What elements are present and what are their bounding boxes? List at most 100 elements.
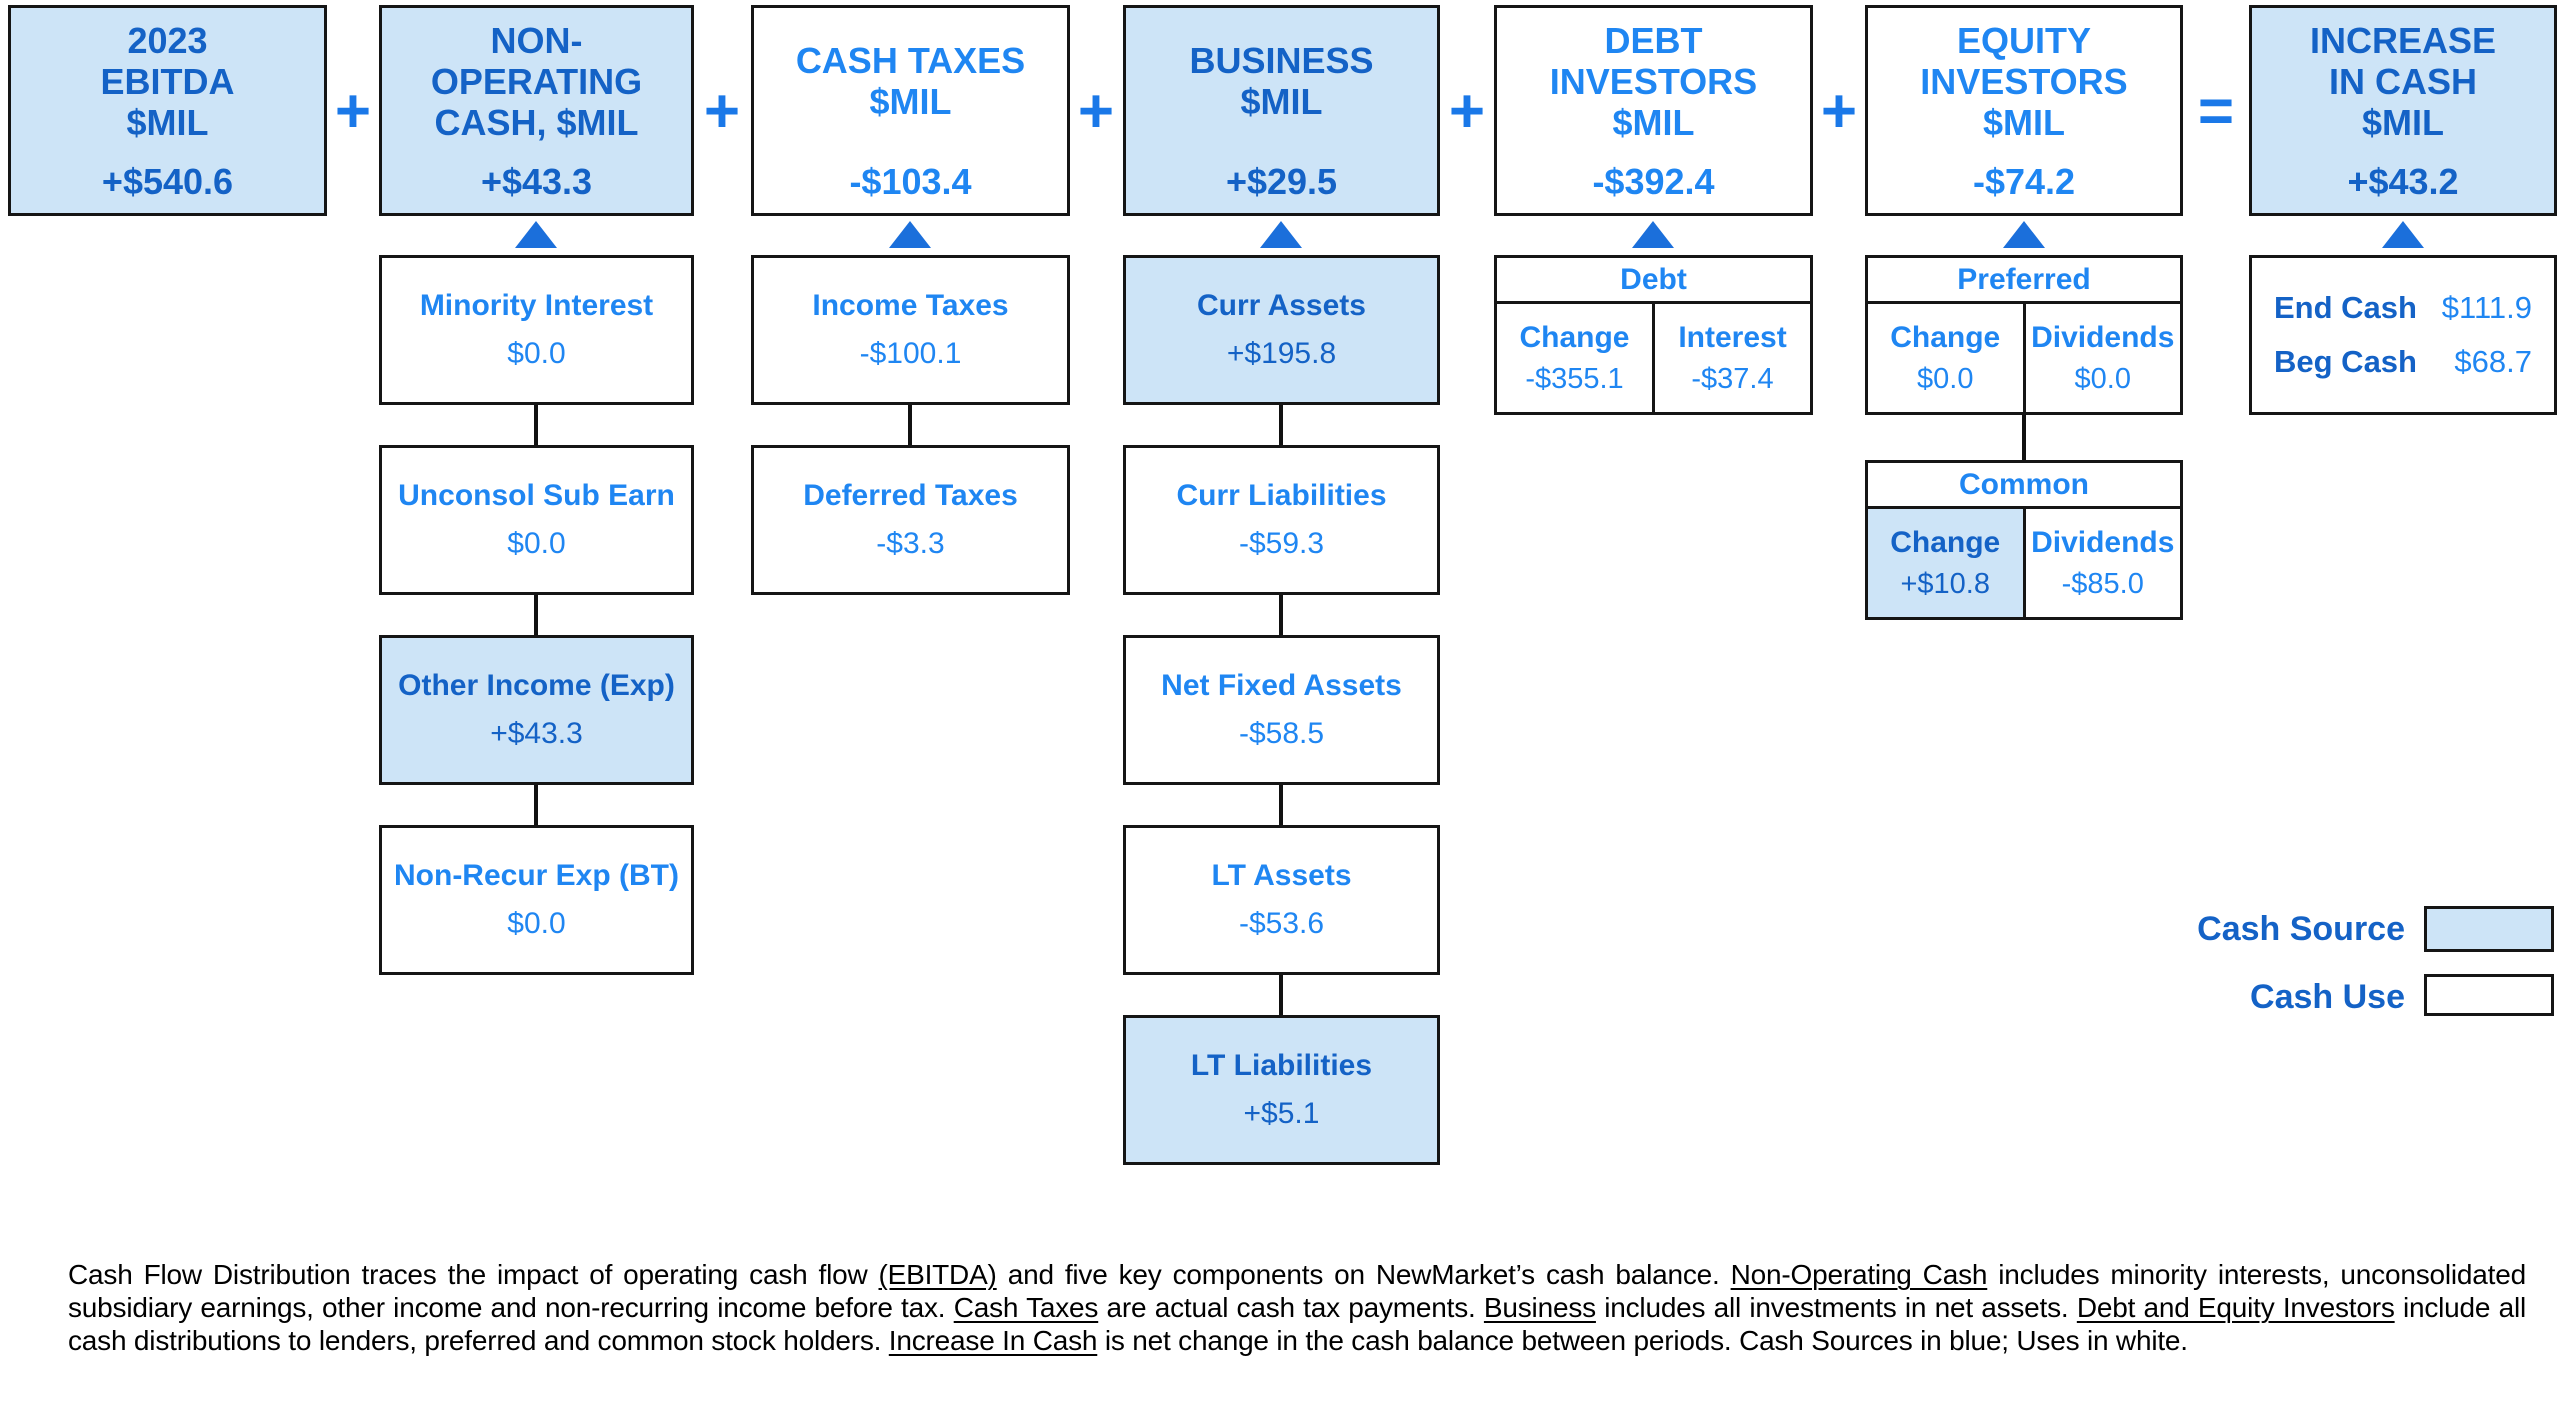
lt-liabilities-box: LT Liabilities +$5.1 <box>1123 1015 1440 1165</box>
equity-investors-box: EQUITY INVESTORS $MIL -$74.2 <box>1865 5 2183 216</box>
unconsol-sub-earn-value: $0.0 <box>507 527 566 560</box>
footnote-segment: Non-Operating Cash <box>1730 1259 1988 1290</box>
non-recur-exp-box: Non-Recur Exp (BT) $0.0 <box>379 825 694 975</box>
common-dividends-value: -$85.0 <box>2061 567 2144 600</box>
legend-cash-source-swatch <box>2424 906 2554 952</box>
preferred-table-header: Preferred <box>1868 258 2180 304</box>
debt-change-cell: Change -$355.1 <box>1497 304 1652 412</box>
income-taxes-label: Income Taxes <box>812 289 1009 322</box>
footnote-segment: is net change in the cash balance betwee… <box>1097 1325 2188 1356</box>
end-cash-value: $111.9 <box>2441 290 2532 325</box>
net-fixed-assets-box: Net Fixed Assets -$58.5 <box>1123 635 1440 785</box>
lt-assets-box: LT Assets -$53.6 <box>1123 825 1440 975</box>
footnote-segment: Cash Taxes <box>953 1292 1099 1323</box>
connector-line <box>534 595 538 635</box>
connector-line <box>2022 415 2026 460</box>
other-income-value: +$43.3 <box>490 717 583 750</box>
footnote-segment: Increase In Cash <box>888 1325 1098 1356</box>
lt-assets-label: LT Assets <box>1211 859 1352 892</box>
common-change-value: +$10.8 <box>1900 567 1990 600</box>
lt-liabilities-label: LT Liabilities <box>1190 1049 1373 1082</box>
up-arrow-icon <box>889 221 931 248</box>
end-cash-row: End Cash $111.9 <box>2274 290 2532 326</box>
debt-investors-box: DEBT INVESTORS $MIL -$392.4 <box>1494 5 1813 216</box>
debt-interest-cell: Interest -$37.4 <box>1652 304 1810 412</box>
other-income-box: Other Income (Exp) +$43.3 <box>379 635 694 785</box>
lt-assets-value: -$53.6 <box>1238 907 1325 940</box>
plus-operator-3: + <box>1077 77 1115 146</box>
business-box: BUSINESS $MIL +$29.5 <box>1123 5 1440 216</box>
debt-investors-value: -$392.4 <box>1592 160 1715 202</box>
non-operating-cash-box: NON- OPERATING CASH, $MIL +$43.3 <box>379 5 694 216</box>
beg-cash-value: $68.7 <box>2454 344 2532 379</box>
deferred-taxes-value: -$3.3 <box>876 527 945 560</box>
connector-line <box>1279 785 1283 825</box>
footnote-segment: include all cash distributions to lender… <box>68 1292 2526 1356</box>
debt-table-header: Debt <box>1497 258 1810 304</box>
connector-line <box>534 405 538 445</box>
up-arrow-icon <box>2003 221 2045 248</box>
connector-line <box>1279 975 1283 1015</box>
debt-table: Debt Change -$355.1 Interest -$37.4 <box>1494 255 1813 415</box>
preferred-change-label: Change <box>1890 320 2001 354</box>
footnote-segment: are actual cash tax payments. <box>1098 1292 1484 1323</box>
equity-investors-title: EQUITY INVESTORS $MIL <box>1920 19 2128 143</box>
net-fixed-assets-label: Net Fixed Assets <box>1161 669 1402 702</box>
curr-assets-label: Curr Assets <box>1197 289 1366 322</box>
footnote-segment: includes all investments in net assets. <box>1595 1292 2077 1323</box>
connector-line <box>908 405 912 445</box>
up-arrow-icon <box>515 221 557 248</box>
curr-liabilities-value: -$59.3 <box>1238 527 1325 560</box>
non-operating-cash-value: +$43.3 <box>480 160 593 202</box>
preferred-table: Preferred Change $0.0 Dividends $0.0 <box>1865 255 2183 415</box>
common-change-label: Change <box>1890 525 2001 559</box>
common-table: Common Change +$10.8 Dividends -$85.0 <box>1865 460 2183 620</box>
footnote-segment: (EBITDA) <box>878 1259 997 1290</box>
up-arrow-icon <box>1260 221 1302 248</box>
curr-assets-box: Curr Assets +$195.8 <box>1123 255 1440 405</box>
end-cash-label: End Cash <box>2274 290 2417 325</box>
footnote-segment: includes minority interests, unconsolida… <box>68 1259 2526 1323</box>
equals-operator: = <box>2197 77 2235 146</box>
preferred-dividends-value: $0.0 <box>2074 362 2131 395</box>
debt-interest-label: Interest <box>1678 320 1787 354</box>
plus-operator-1: + <box>334 77 372 146</box>
ebitda-value: +$540.6 <box>101 160 234 202</box>
beg-cash-label: Beg Cash <box>2274 344 2417 379</box>
up-arrow-icon <box>2382 221 2424 248</box>
curr-liabilities-label: Curr Liabilities <box>1176 479 1387 512</box>
income-taxes-box: Income Taxes -$100.1 <box>751 255 1070 405</box>
debt-interest-value: -$37.4 <box>1691 362 1774 395</box>
deferred-taxes-box: Deferred Taxes -$3.3 <box>751 445 1070 595</box>
plus-operator-4: + <box>1448 77 1486 146</box>
increase-in-cash-value: +$43.2 <box>2347 160 2459 202</box>
common-dividends-label: Dividends <box>2031 525 2175 559</box>
up-arrow-icon <box>1632 221 1674 248</box>
connector-line <box>1279 595 1283 635</box>
non-recur-exp-value: $0.0 <box>507 907 566 940</box>
footnote-text: Cash Flow Distribution traces the impact… <box>68 1258 2526 1357</box>
preferred-change-value: $0.0 <box>1917 362 1974 395</box>
non-operating-cash-title: NON- OPERATING CASH, $MIL <box>430 19 643 143</box>
increase-in-cash-title: INCREASE IN CASH $MIL <box>2309 19 2497 143</box>
equity-investors-value: -$74.2 <box>1972 160 2076 202</box>
preferred-change-cell: Change $0.0 <box>1868 304 2023 412</box>
curr-assets-value: +$195.8 <box>1226 337 1337 370</box>
footnote-segment: Business <box>1483 1292 1596 1323</box>
debt-investors-title: DEBT INVESTORS $MIL <box>1549 19 1758 143</box>
deferred-taxes-label: Deferred Taxes <box>803 479 1018 512</box>
business-value: +$29.5 <box>1225 160 1338 202</box>
preferred-dividends-cell: Dividends $0.0 <box>2022 304 2180 412</box>
net-fixed-assets-value: -$58.5 <box>1238 717 1325 750</box>
legend-cash-source-label: Cash Source <box>2197 910 2405 948</box>
common-table-header: Common <box>1868 463 2180 509</box>
cash-taxes-box: CASH TAXES $MIL -$103.4 <box>751 5 1070 216</box>
lt-liabilities-value: +$5.1 <box>1243 1097 1320 1130</box>
minority-interest-label: Minority Interest <box>419 289 654 322</box>
minority-interest-box: Minority Interest $0.0 <box>379 255 694 405</box>
increase-in-cash-box: INCREASE IN CASH $MIL +$43.2 <box>2249 5 2557 216</box>
footnote-segment: Cash Flow Distribution traces the impact… <box>68 1259 879 1290</box>
cash-taxes-title: CASH TAXES $MIL <box>795 40 1026 122</box>
connector-line <box>534 785 538 825</box>
